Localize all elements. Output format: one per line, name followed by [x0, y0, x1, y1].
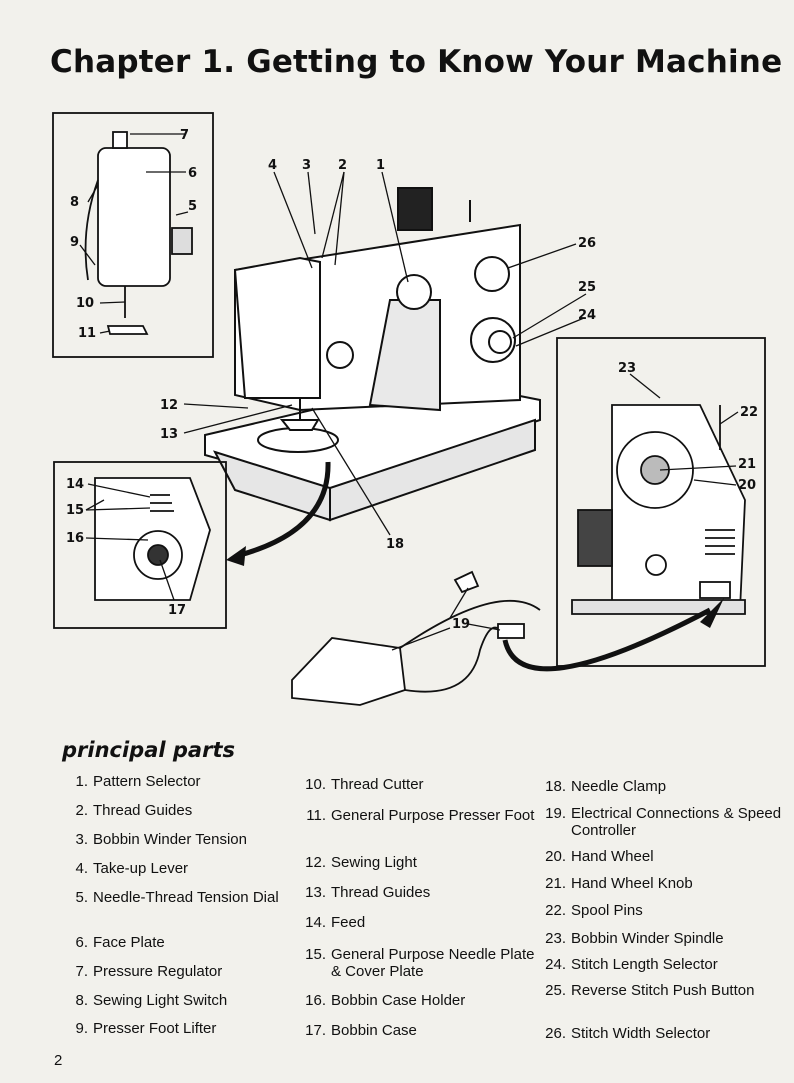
list-item: 9.Presser Foot Lifter [75, 1020, 217, 1037]
callout-5: 5 [188, 199, 197, 214]
callout-14: 14 [66, 477, 84, 492]
list-item: 1.Pattern Selector [75, 773, 201, 790]
bobbin-callouts: 14 15 16 17 [66, 477, 186, 618]
list-item: 17.Bobbin Case [305, 1022, 417, 1039]
callout-12: 12 [160, 398, 178, 413]
list-item: 8.Sewing Light Switch [75, 992, 228, 1009]
list-item: 14.Feed [305, 914, 366, 931]
callout-11: 11 [78, 326, 96, 341]
main-machine [204, 187, 541, 522]
callout-20: 20 [738, 478, 756, 493]
list-item: 23.Bobbin Winder Spindle [545, 930, 724, 947]
list-item: 26.Stitch Width Selector [545, 1025, 711, 1042]
callout-4: 4 [268, 158, 277, 173]
handwheel-callouts: 23 22 21 20 [618, 361, 758, 493]
list-item: 13.Thread Guides [305, 884, 431, 901]
list-item: 10.Thread Cutter [305, 776, 424, 793]
list-item: 24.Stitch Length Selector [545, 956, 718, 973]
callout-8: 8 [70, 195, 79, 210]
bobbin-leader-lines [85, 483, 175, 601]
list-item: 4.Take-up Lever [75, 860, 189, 877]
list-item: 3.Bobbin Winder Tension [75, 831, 247, 848]
callout-19: 19 [452, 617, 470, 632]
list-item: 16.Bobbin Case Holder [305, 992, 466, 1009]
list-item: 19.Electrical Connections & Speed Contro… [545, 805, 782, 839]
page-title: Chapter 1. Getting to Know Your Machine [50, 44, 783, 80]
callout-23: 23 [618, 361, 636, 376]
inset1-callouts: 7 6 8 5 9 10 11 [70, 128, 197, 341]
callout-18: 18 [386, 537, 404, 552]
handwheel-inset [556, 337, 766, 667]
list-item: 22.Spool Pins [545, 902, 643, 919]
list-item: 11.General Purpose Presser Foot [306, 807, 535, 824]
principal-parts-heading: principal parts [62, 738, 235, 762]
callout-13: 13 [160, 427, 178, 442]
callout-10: 10 [76, 296, 94, 311]
list-item: 5.Needle-Thread Tension Dial [75, 889, 279, 906]
callout-26: 26 [578, 236, 596, 251]
list-item: 15.General Purpose Needle Plate & Cover … [305, 946, 535, 980]
list-item: 21.Hand Wheel Knob [545, 875, 693, 892]
sewing-machine-diagram: 7 6 8 5 9 10 11 [52, 112, 766, 706]
list-item: 7.Pressure Regulator [75, 963, 223, 980]
cord-leader-lines [391, 587, 501, 651]
list-item: 18.Needle Clamp [545, 778, 667, 795]
callout-21: 21 [738, 457, 756, 472]
callout-24: 24 [578, 308, 596, 323]
callout-15: 15 [66, 503, 84, 518]
face-plate-inset [52, 112, 214, 358]
callout-9: 9 [70, 235, 79, 250]
callout-16: 16 [66, 531, 84, 546]
callout-7: 7 [180, 128, 189, 143]
list-item: 20.Hand Wheel [545, 848, 654, 865]
callout-2: 2 [338, 158, 347, 173]
callout-25: 25 [578, 280, 596, 295]
list-item: 12.Sewing Light [305, 854, 417, 871]
list-item: 6.Face Plate [75, 934, 165, 951]
list-item: 25.Reverse Stitch Push Button [545, 982, 755, 999]
callout-17: 17 [168, 603, 186, 618]
callout-3: 3 [302, 158, 311, 173]
main-leader-lines [183, 171, 587, 536]
handwheel-leader-lines [629, 373, 739, 486]
bobbin-arrow [239, 461, 331, 558]
main-callouts: 4 3 2 1 26 25 24 12 13 18 [160, 158, 596, 552]
callout-6: 6 [188, 166, 197, 181]
callout-22: 22 [740, 405, 758, 420]
list-item: 2.Thread Guides [75, 802, 193, 819]
callout-1: 1 [376, 158, 385, 173]
page-number: 2 [54, 1052, 63, 1069]
